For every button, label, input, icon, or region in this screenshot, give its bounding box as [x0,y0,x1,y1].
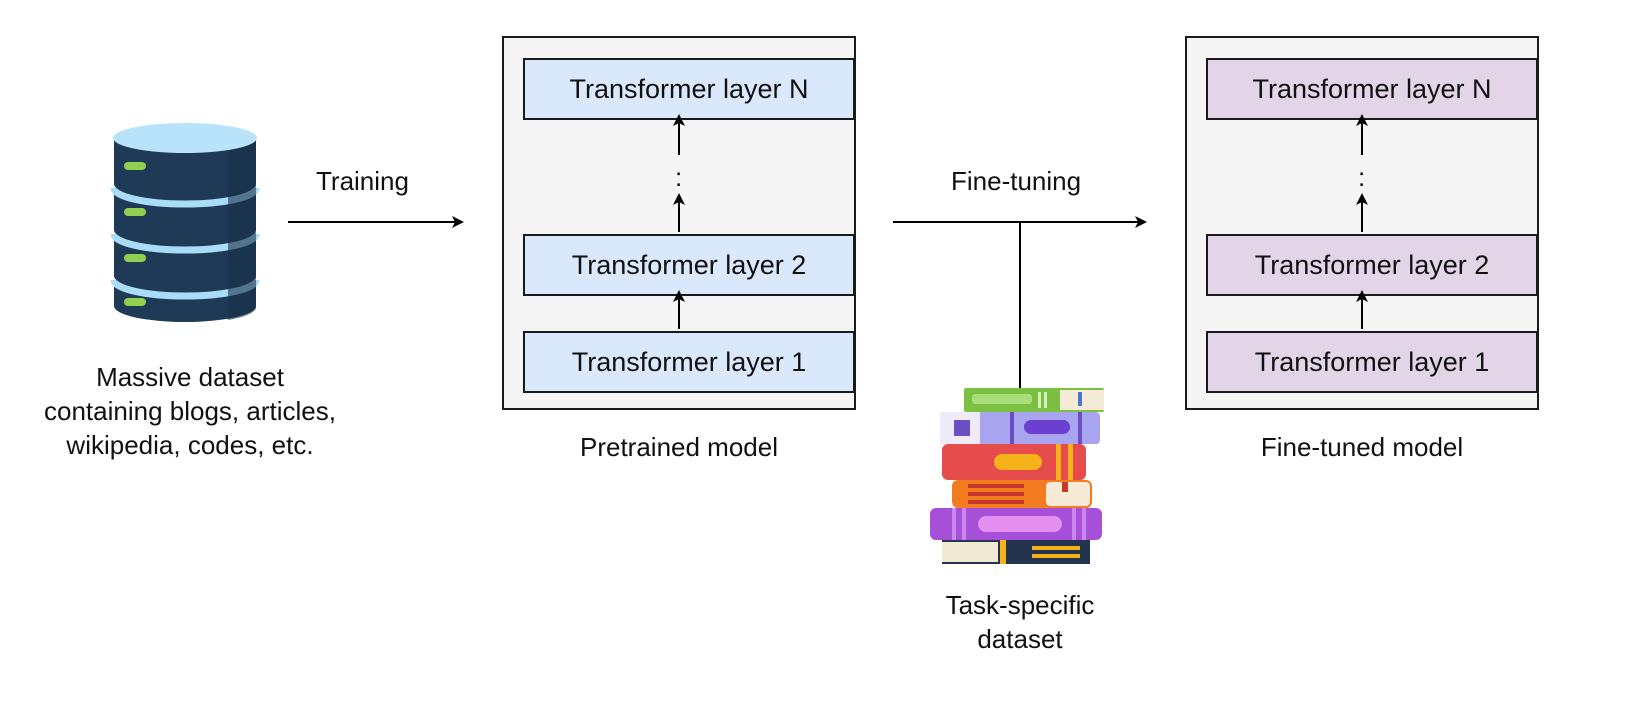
finetuned-layer-n: Transformer layer N [1206,58,1538,120]
finetuned-caption: Fine-tuned model [1260,432,1464,462]
training-label: Training [316,166,409,196]
pretrained-layer-2: Transformer layer 2 [523,234,855,296]
pretrained-layer-1: Transformer layer 1 [523,331,855,393]
dataset-caption-line: containing blogs, articles, [44,396,336,426]
task-dataset-caption-line: dataset [977,624,1063,654]
finetuned-layer-1: Transformer layer 1 [1206,331,1538,393]
task-dataset-caption-line: Task-specific [945,590,1095,620]
database-icon [110,123,260,322]
fine-tuning-label: Fine-tuning [951,166,1082,196]
pretrained-ellipsis: : [675,162,683,192]
dataset-caption: Massive dataset containing blogs, articl… [20,360,360,462]
pretrained-caption: Pretrained model [580,432,778,462]
dataset-caption-line: wikipedia, codes, etc. [66,430,314,460]
pretrained-model-box: Transformer layer N : Transformer layer … [502,36,856,410]
dataset-caption-line: Massive dataset [96,362,284,392]
pretrained-layer-n: Transformer layer N [523,58,855,120]
finetuned-model-box: Transformer layer N : Transformer layer … [1185,36,1539,410]
finetuned-layer-2: Transformer layer 2 [1206,234,1538,296]
books-stack-icon [930,388,1104,564]
task-dataset-caption: Task-specific dataset [900,588,1140,656]
finetuned-ellipsis: : [1358,162,1366,192]
